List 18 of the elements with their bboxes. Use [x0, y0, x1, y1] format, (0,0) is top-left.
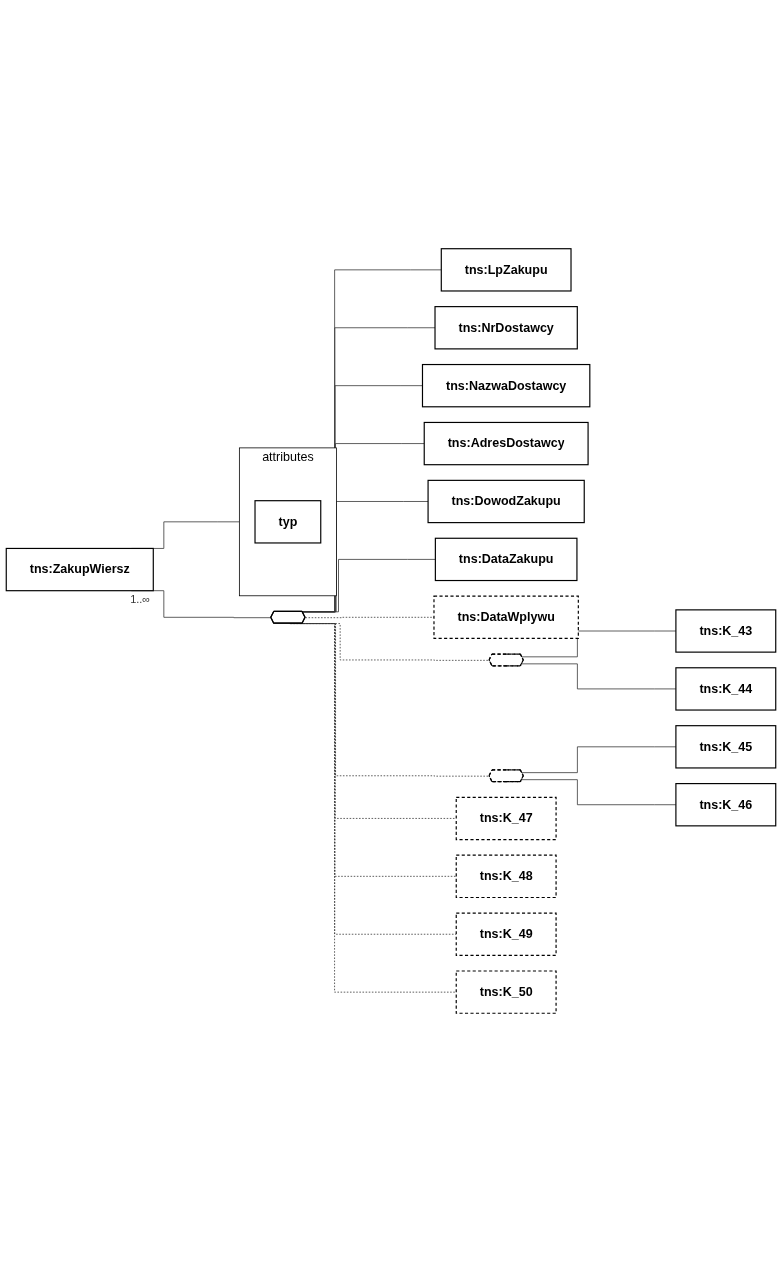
cardinality-label: 1..∞ [130, 593, 151, 606]
node-box: tns:DataWplywu [433, 595, 579, 639]
node-box: tns:DowodZakupu [427, 479, 585, 524]
node-box: tns:K_46 [675, 783, 777, 827]
node-box: tns:K_50 [455, 970, 557, 1014]
node-box: tns:ZakupWiersz [5, 547, 154, 592]
node-box: tns:K_47 [455, 796, 557, 841]
node-box: tns:NazwaDostawcy [421, 363, 591, 408]
node-box: tns:K_44 [675, 667, 777, 711]
node-box: tns:K_45 [675, 725, 777, 769]
node-box: tns:DataZakupu [434, 537, 578, 582]
node-box: tns:NrDostawcy [434, 306, 578, 350]
node-box: tns:AdresDostawcy [423, 421, 589, 466]
node-box: tns:K_43 [675, 609, 777, 653]
node-box: tns:K_49 [455, 912, 557, 956]
node-box: tns:LpZakupu [440, 248, 572, 292]
node-box: typ [254, 500, 322, 544]
node-box: tns:K_48 [455, 854, 557, 899]
